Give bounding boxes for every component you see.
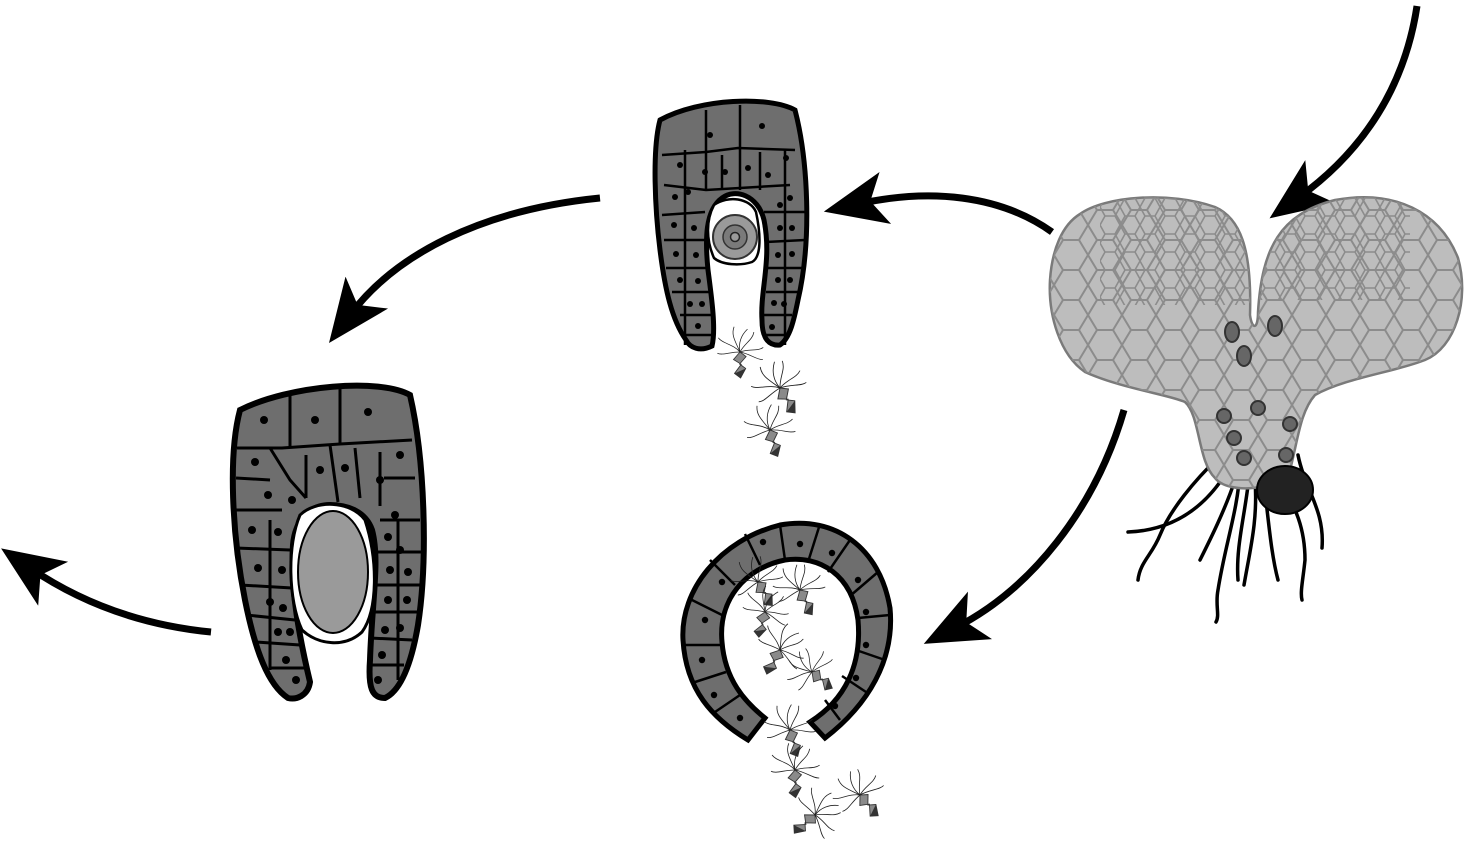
archegonium-with-egg-icon xyxy=(652,98,816,460)
young-sporophyte xyxy=(1256,465,1314,515)
zygote xyxy=(297,510,369,634)
thallus-cells xyxy=(1049,197,1463,489)
antheridia-on-thallus xyxy=(1216,400,1298,466)
antheridium-releasing-sperm-icon xyxy=(680,520,896,851)
cycle-arrows xyxy=(1,5,1421,644)
arrow-gametophyte-antheridium xyxy=(923,409,1128,644)
arrow-archegonium-zygote xyxy=(328,194,601,343)
archegonium-with-zygote-icon xyxy=(229,382,427,702)
arriving-sperm xyxy=(711,324,816,460)
arrow-in xyxy=(1269,5,1421,219)
archegonia-on-thallus xyxy=(1224,315,1283,367)
arrow-out xyxy=(1,548,212,636)
heart-shaped-thallus-icon xyxy=(1048,196,1464,624)
arrow-gametophyte-archegonium xyxy=(823,171,1055,235)
